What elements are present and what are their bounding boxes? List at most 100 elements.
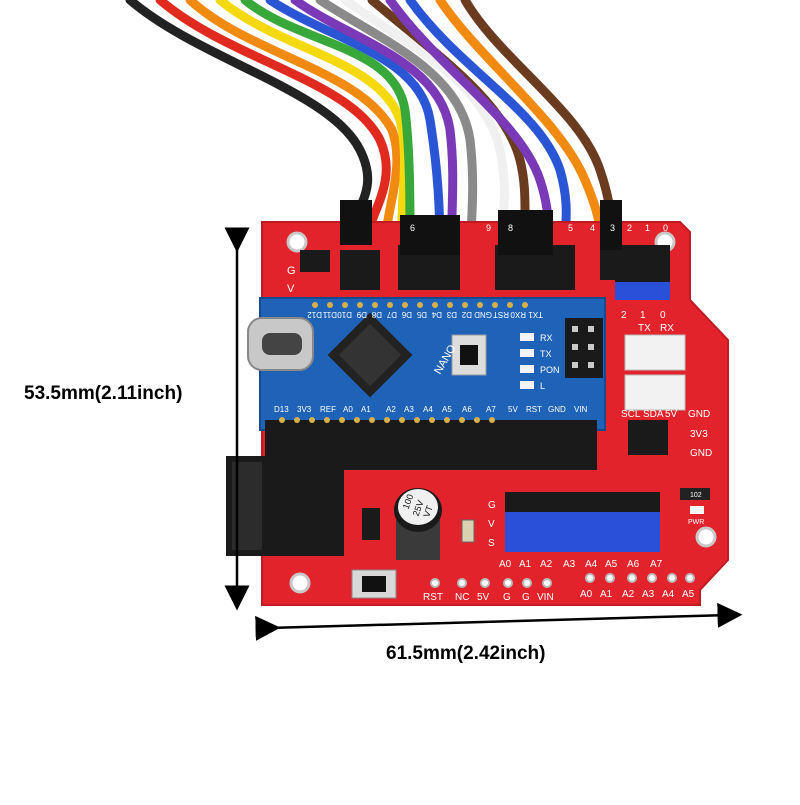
pin-d12: D12 (307, 310, 322, 319)
pwr-label: PWR (688, 519, 704, 526)
shield-top-digits: 6 9 8 5 4 3 2 1 0 (410, 223, 668, 233)
width-arrow (255, 602, 743, 641)
led-label-l: L (540, 381, 545, 391)
digit-3: 3 (610, 223, 615, 233)
digit-8: 8 (508, 223, 513, 233)
pin-a0: A0 (343, 405, 353, 414)
header-label-0: 0 (660, 310, 666, 321)
pin-rx0: RX0 (510, 310, 526, 319)
pin-label-a1: A1 (600, 589, 613, 600)
led-label-tx: TX (540, 349, 552, 359)
height-dimension-label: 53.5mm(2.11inch) (24, 383, 183, 404)
uart-rx: RX (660, 323, 674, 334)
pin-label-a3: A3 (642, 589, 655, 600)
resistor-label: 102 (690, 492, 702, 499)
width-dimension-label: 61.5mm(2.42inch) (386, 643, 546, 664)
shield-reset-button (351, 569, 397, 599)
pin-a7: A7 (486, 405, 496, 414)
analog-a4: A4 (585, 559, 598, 570)
pin-d7: D7 (386, 310, 397, 319)
pin-ref: REF (320, 405, 336, 414)
pin-d4: D4 (431, 310, 442, 319)
digit-1: 1 (645, 223, 650, 233)
jumper-connectors (340, 200, 622, 255)
pin-vin: VIN (574, 405, 588, 414)
bottom-right-pin-labels: A0 A1 A2 A3 A4 A5 (580, 589, 695, 600)
pin-gnd-top: GND (474, 310, 492, 319)
digit-2: 2 (627, 223, 632, 233)
capacitor-label-100: 100 (401, 493, 416, 511)
analog-a5: A5 (605, 559, 618, 570)
dc-barrel-jack (226, 456, 344, 556)
microcontroller-chip (327, 312, 413, 398)
analog-a1: A1 (519, 559, 532, 570)
bottom-left-pin-labels: RST NC 5V G G VIN (423, 592, 554, 603)
right-headers (624, 334, 686, 455)
pin-d2: D2 (461, 310, 472, 319)
analog-a6: A6 (627, 559, 640, 570)
pin-d9: D9 (356, 310, 367, 319)
digit-9: 9 (486, 223, 491, 233)
analog-a7: A7 (650, 559, 663, 570)
i2c-gnd: GND (688, 409, 710, 420)
digit-4: 4 (590, 223, 595, 233)
nano-bottom-pin-labels: D13 3V3 REF A0 A1 A2 A3 A4 A5 A6 A7 5V R… (274, 405, 588, 414)
power-gnd: GND (690, 448, 712, 459)
analog-a3: A3 (563, 559, 576, 570)
gvs-g: G (488, 500, 496, 511)
mounting-holes (286, 231, 717, 594)
gvs-v-top: V (287, 283, 295, 295)
gvs-s: S (488, 538, 495, 549)
pin-a3: A3 (404, 405, 414, 414)
pin-d13: D13 (274, 405, 289, 414)
pin-a6: A6 (462, 405, 472, 414)
digit-6: 6 (410, 223, 415, 233)
pin-label-vin: VIN (537, 592, 554, 603)
electrolytic-capacitor (394, 488, 442, 560)
gvs-v: V (488, 519, 495, 530)
right-header-labels: 2 1 0 TX RX SCL SDA 5V GND 3V3 GND (621, 310, 712, 459)
arduino-nano: NANO RX TX PON L D12 D11 D10 D9 D8 D7 D6… (247, 297, 606, 470)
pin-d3: D3 (446, 310, 457, 319)
analog-a2: A2 (540, 559, 553, 570)
pin-5v: 5V (508, 405, 518, 414)
icsp-header (565, 318, 603, 378)
pin-a2: A2 (386, 405, 396, 414)
uart-tx: TX (638, 323, 651, 334)
pin-a1: A1 (361, 405, 371, 414)
pin-3v3: 3V3 (297, 405, 312, 414)
pin-d11: D11 (322, 310, 337, 319)
pin-d8: D8 (371, 310, 382, 319)
nano-led-labels: RX TX PON L (540, 333, 560, 391)
resistor (680, 488, 710, 500)
pin-d6: D6 (401, 310, 412, 319)
pin-tx1: TX1 (528, 310, 543, 319)
pin-label-5v: 5V (477, 592, 490, 603)
header-label-1: 1 (640, 310, 646, 321)
i2c-5v: 5V (665, 409, 678, 420)
diode (362, 508, 380, 540)
i2c-scl: SCL (621, 409, 641, 420)
led-label-rx: RX (540, 333, 553, 343)
pin-label-g2: G (522, 592, 530, 603)
pin-label-g1: G (503, 592, 511, 603)
pwr-led (690, 506, 704, 514)
shield-gv-labels: G V (287, 265, 296, 295)
pin-label-a0: A0 (580, 589, 593, 600)
smd-component (461, 519, 475, 543)
pin-label-rst: RST (423, 592, 443, 603)
power-3v3: 3V3 (690, 429, 708, 440)
analog-header-block (505, 492, 660, 552)
digit-0: 0 (663, 223, 668, 233)
pin-d5: D5 (416, 310, 427, 319)
capacitor-label-vt: VT (421, 504, 435, 519)
nano-top-pin-labels: D12 D11 D10 D9 D8 D7 D6 D5 D4 D3 D2 GND … (307, 310, 543, 319)
pin-rst-bottom: RST (526, 405, 542, 414)
pin-label-a2: A2 (622, 589, 635, 600)
i2c-sda: SDA (643, 409, 664, 420)
pin-rst-top: RST (493, 310, 509, 319)
pin-gnd-bottom: GND (548, 405, 566, 414)
pin-a4: A4 (423, 405, 433, 414)
